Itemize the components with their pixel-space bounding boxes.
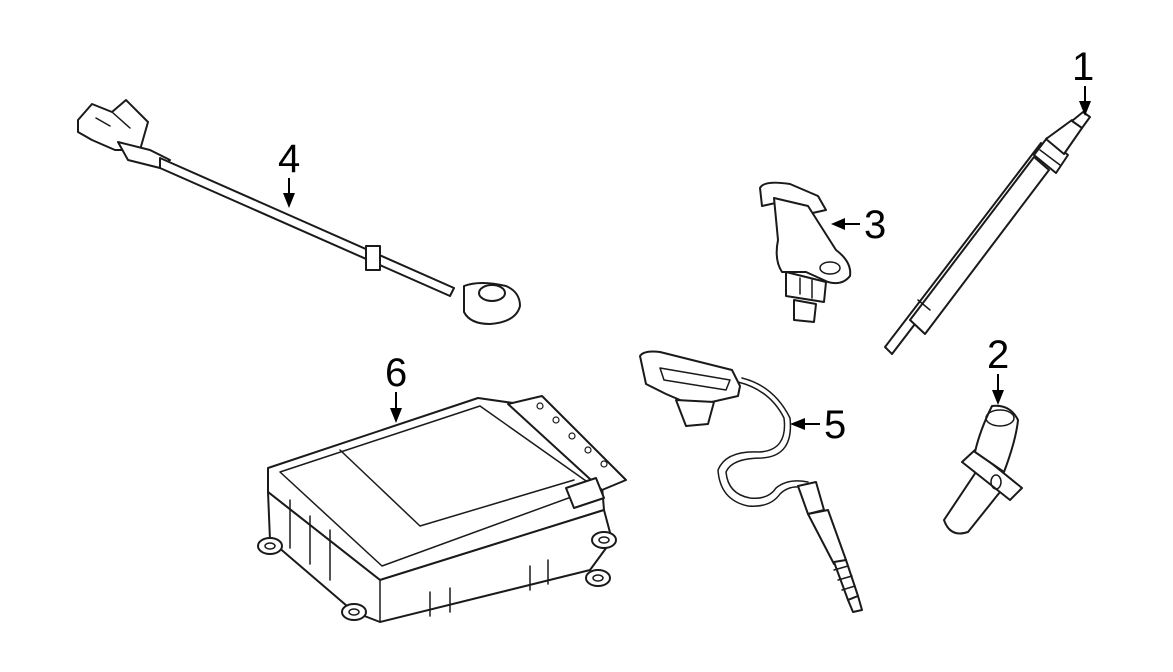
callout-2: 2 — [987, 333, 1009, 405]
part-3-camshaft-sensor — [759, 181, 852, 323]
callout-1: 1 — [1072, 45, 1094, 116]
callout-6-label: 6 — [385, 351, 407, 395]
callout-4-label: 4 — [278, 137, 300, 181]
callout-2-label: 2 — [987, 333, 1009, 377]
callout-5: 5 — [790, 403, 846, 447]
callout-5-label: 5 — [824, 403, 846, 447]
callout-3-label: 3 — [864, 203, 886, 247]
part-1-glow-plug — [884, 111, 1091, 355]
part-4-knock-sensor — [77, 99, 521, 325]
part-2-crankshaft-sensor — [943, 404, 1023, 535]
callout-4: 4 — [278, 137, 300, 208]
callout-3: 3 — [831, 203, 886, 247]
callout-6: 6 — [385, 351, 407, 423]
callout-1-label: 1 — [1072, 45, 1094, 89]
part-6-engine-control-module — [257, 395, 627, 623]
part-5-exhaust-sensor — [639, 350, 863, 613]
